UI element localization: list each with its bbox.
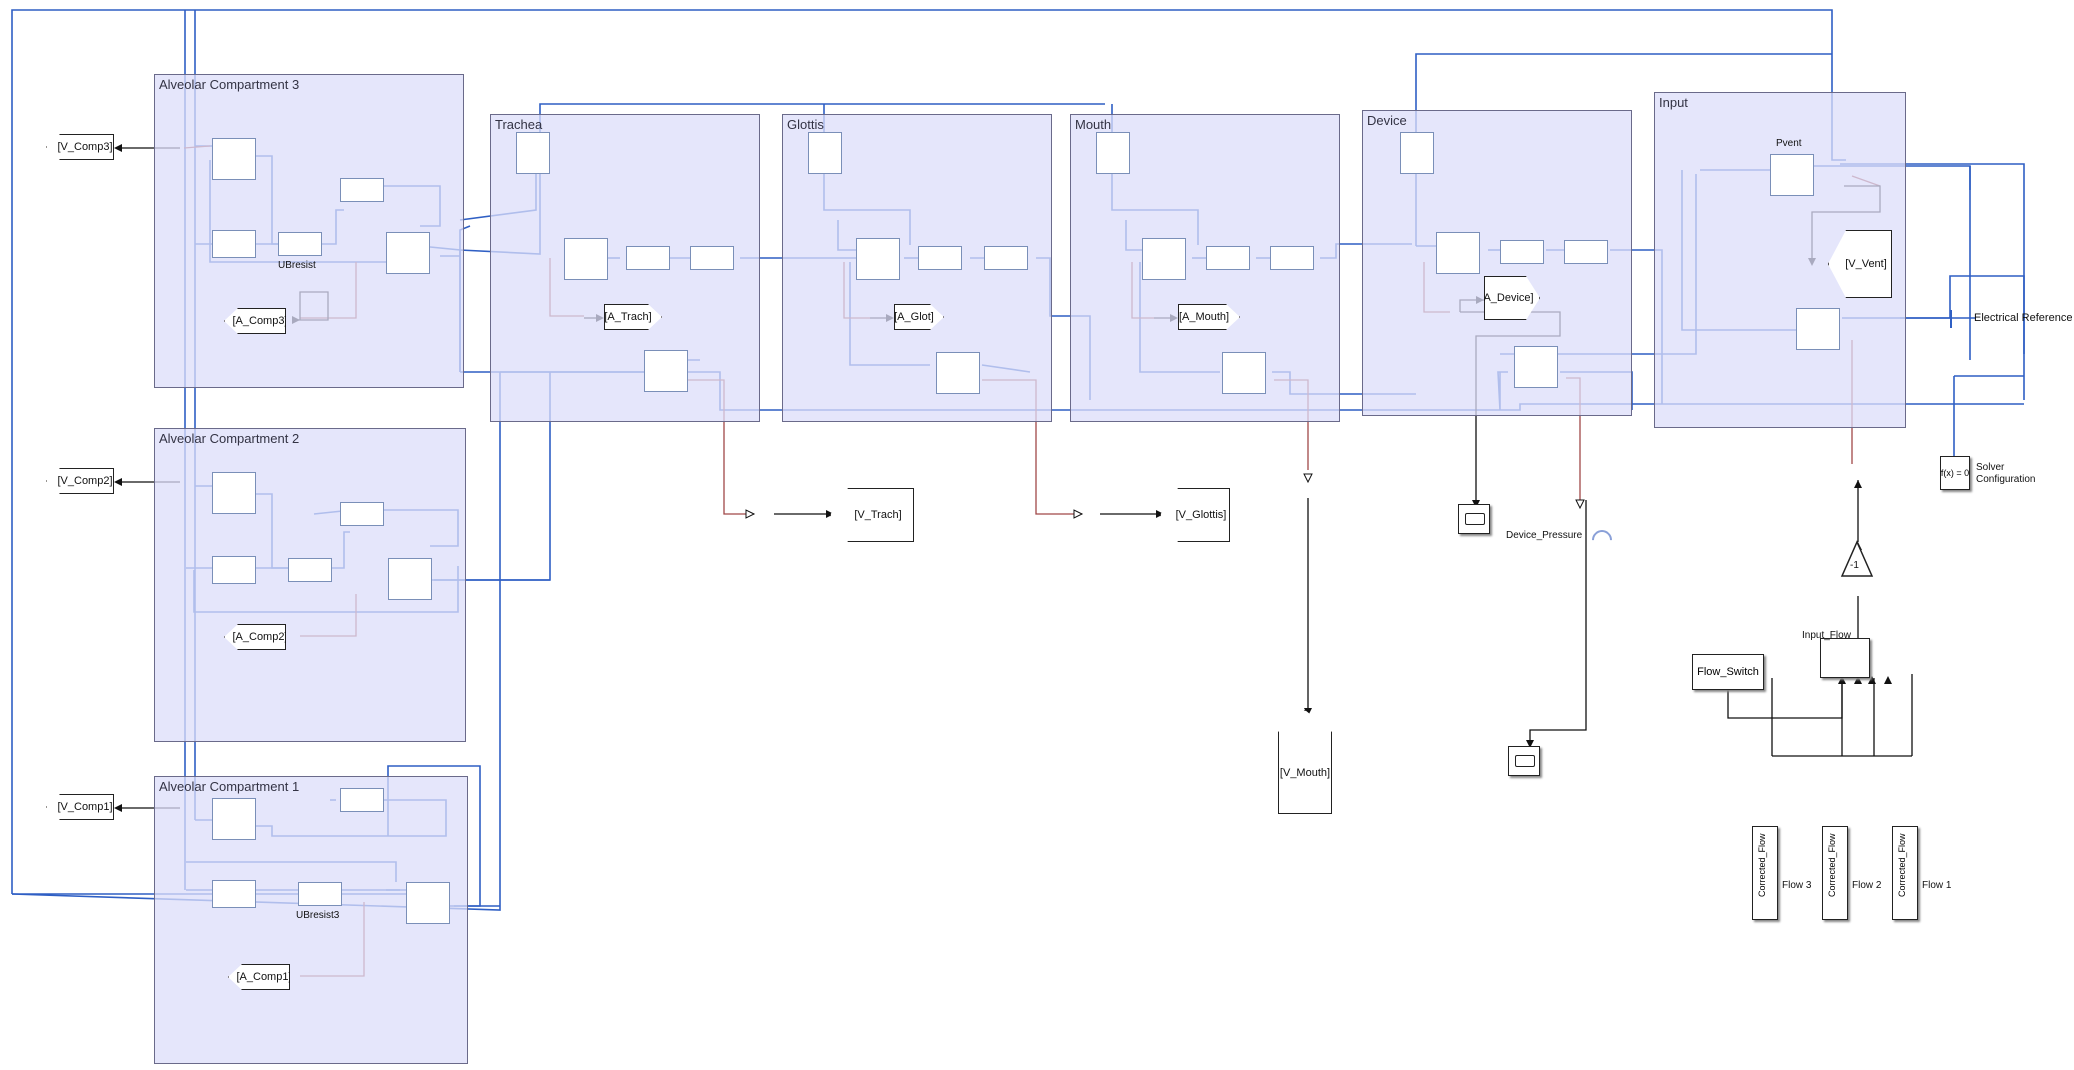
inductor-block[interactable]: [340, 178, 384, 202]
subsystem-title: Alveolar Compartment 1: [159, 779, 300, 794]
ubresist-label: UBresist: [278, 260, 316, 271]
capacitor-block[interactable]: [1400, 132, 1434, 174]
input-flow-label: Input_Flow: [1802, 630, 1851, 641]
goto-a-mouth[interactable]: [A_Mouth]: [1178, 304, 1240, 330]
corrected-flow-label: Corrected_Flow: [1897, 833, 1907, 897]
flow2-label: Flow 2: [1852, 880, 1882, 891]
corrected-flow-label: Corrected_Flow: [1827, 833, 1837, 897]
pvent-voltage-sensor-block[interactable]: [1770, 154, 1814, 196]
voltage-sensor-block[interactable]: [644, 350, 688, 392]
goto-a-trach[interactable]: [A_Trach]: [604, 304, 662, 330]
gain-value: -1: [1850, 560, 1859, 571]
resistor-block[interactable]: [918, 246, 962, 270]
subsystem-title: Input: [1659, 95, 1688, 110]
current-sensor-block[interactable]: [1436, 232, 1480, 274]
current-sensor-block[interactable]: [564, 238, 608, 280]
inductor-block[interactable]: [1564, 240, 1608, 264]
resistor-block[interactable]: [1206, 246, 1250, 270]
solver-expression: f(x) = 0: [1940, 468, 1970, 478]
goto-v-comp2[interactable]: [V_Comp2]: [46, 468, 114, 494]
subsystem-alveolar-compartment-3[interactable]: Alveolar Compartment 3: [154, 74, 464, 388]
flow3-label: Flow 3: [1782, 880, 1812, 891]
gain-block[interactable]: [1840, 540, 1874, 578]
capacitor-block[interactable]: [516, 132, 550, 174]
goto-a-device[interactable]: [A_Device]: [1484, 276, 1540, 320]
ubresist3-label: UBresist3: [296, 910, 340, 921]
goto-v-comp3[interactable]: [V_Comp3]: [46, 134, 114, 160]
goto-v-mouth[interactable]: [V_Mouth]: [1278, 710, 1332, 814]
voltage-sensor-block[interactable]: [936, 352, 980, 394]
capacitor-block[interactable]: [212, 230, 256, 258]
goto-v-comp1[interactable]: [V_Comp1]: [46, 794, 114, 820]
subsystem-title: Device: [1367, 113, 1407, 128]
open-arrows: [745, 473, 1585, 519]
resistor-block[interactable]: [298, 882, 342, 906]
subsystem-title: Alveolar Compartment 2: [159, 431, 300, 446]
current-sensor-block[interactable]: [1142, 238, 1186, 280]
voltage-sensor-block[interactable]: [212, 138, 256, 180]
flow-switch-label: Flow_Switch: [1697, 666, 1759, 678]
input-flow-multiport-switch[interactable]: [1820, 638, 1870, 678]
current-sensor-block[interactable]: [386, 232, 430, 274]
resistor-block[interactable]: [626, 246, 670, 270]
flow3-block[interactable]: Corrected_Flow: [1752, 826, 1778, 920]
subsystem-alveolar-compartment-2[interactable]: Alveolar Compartment 2: [154, 428, 466, 742]
flow-switch-block[interactable]: Flow_Switch: [1692, 654, 1764, 690]
inductor-block[interactable]: [340, 788, 384, 812]
capacitor-block[interactable]: [212, 556, 256, 584]
flow2-block[interactable]: Corrected_Flow: [1822, 826, 1848, 920]
voltage-sensor-block[interactable]: [1222, 352, 1266, 394]
current-sensor-block[interactable]: [856, 238, 900, 280]
scope-block[interactable]: [1458, 504, 1490, 534]
flow1-block[interactable]: Corrected_Flow: [1892, 826, 1918, 920]
resistor-block[interactable]: [1500, 240, 1544, 264]
goto-a-comp3[interactable]: [A_Comp3]: [224, 308, 286, 334]
resistor-block[interactable]: [288, 558, 332, 582]
subsystem-title: Trachea: [495, 117, 543, 132]
goto-a-comp2[interactable]: [A_Comp2]: [224, 624, 286, 650]
subsystem-title: Glottis: [787, 117, 824, 132]
voltage-sensor-block[interactable]: [1514, 346, 1558, 388]
subsystem-title: Mouth: [1075, 117, 1112, 132]
pvent-label: Pvent: [1776, 138, 1802, 149]
inductor-block[interactable]: [340, 502, 384, 526]
current-sensor-block[interactable]: [406, 882, 450, 924]
capacitor-block[interactable]: [1096, 132, 1130, 174]
resistor-block[interactable]: [278, 232, 322, 256]
electrical-reference-icon[interactable]: [1950, 310, 1972, 328]
voltage-sensor-block[interactable]: [212, 472, 256, 514]
flow1-label: Flow 1: [1922, 880, 1952, 891]
subsystem-title: Alveolar Compartment 3: [159, 77, 300, 92]
inductor-block[interactable]: [1270, 246, 1314, 270]
inductor-block[interactable]: [984, 246, 1028, 270]
goto-a-comp1[interactable]: [A_Comp1]: [228, 964, 290, 990]
solver-configuration-block[interactable]: f(x) = 0: [1940, 456, 1970, 490]
device-pressure-label: Device_Pressure: [1506, 530, 1583, 541]
current-sensor-block[interactable]: [388, 558, 432, 600]
electrical-reference-label: Electrical Reference: [1974, 312, 2073, 324]
scope-block[interactable]: [1508, 746, 1540, 776]
inductor-block[interactable]: [690, 246, 734, 270]
voltage-sensor-block[interactable]: [212, 798, 256, 840]
corrected-flow-label: Corrected_Flow: [1757, 833, 1767, 897]
current-source-block[interactable]: [1796, 308, 1840, 350]
goto-v-trach[interactable]: [V_Trach]: [830, 488, 914, 542]
solver-configuration-label: Solver Configuration: [1976, 462, 2036, 485]
capacitor-block[interactable]: [212, 880, 256, 908]
capacitor-block[interactable]: [808, 132, 842, 174]
